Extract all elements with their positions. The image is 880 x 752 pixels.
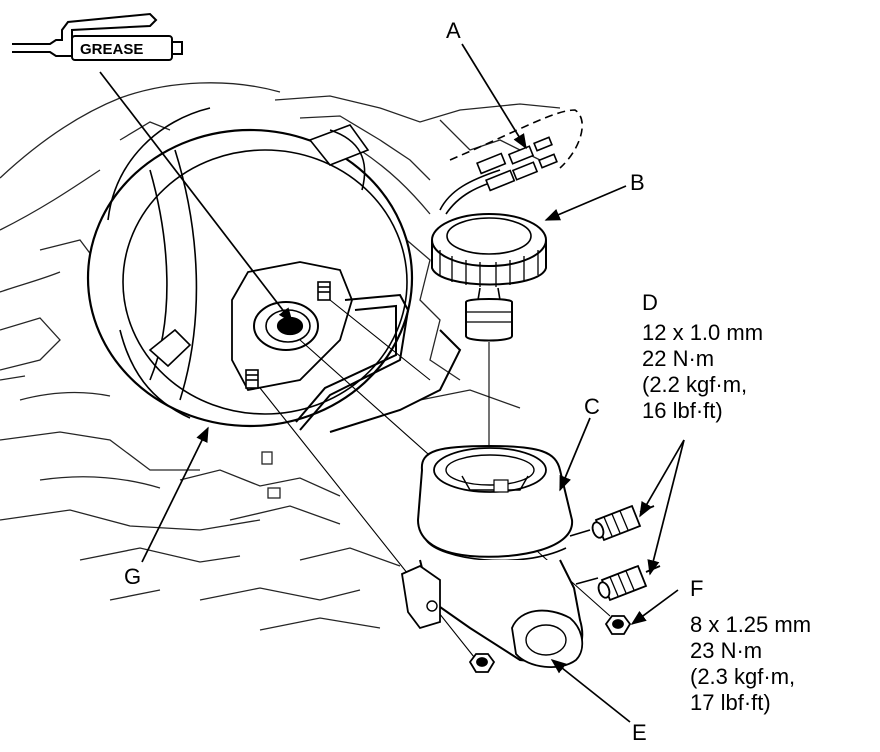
leader-d2 <box>647 439 685 576</box>
reservoir-cap <box>431 213 547 342</box>
master-cylinder <box>401 444 599 668</box>
flare-nuts <box>591 504 661 602</box>
grease-label: GREASE <box>80 41 143 58</box>
torque-spec-d: 12 x 1.0 mm 22 N·m (2.2 kgf·m, 16 lbf·ft… <box>642 320 763 424</box>
callout-b: B <box>630 170 645 195</box>
callout-f: F <box>690 576 704 601</box>
torque-spec-f: 8 x 1.25 mm 23 N·m (2.3 kgf·m, 17 lbf·ft… <box>690 612 811 716</box>
callout-c: C <box>584 394 600 419</box>
spec-d-torque-nm: 22 N·m <box>642 346 715 371</box>
brake-lines <box>295 293 462 433</box>
callout-e: E <box>632 720 647 745</box>
grease-tag: GREASE <box>12 12 183 61</box>
mounting-nuts <box>468 615 632 673</box>
spec-f-torque-lbfft: 17 lbf·ft) <box>690 690 771 715</box>
callout-g: G <box>124 564 142 589</box>
leader-a <box>461 43 527 150</box>
spec-f-torque-nm: 23 N·m <box>690 638 763 663</box>
spec-d-torque-kgfm: (2.2 kgf·m, <box>642 372 748 397</box>
spec-f-torque-kgfm: (2.3 kgf·m, <box>690 664 796 689</box>
float-switch-harness <box>439 109 584 215</box>
callout-a: A <box>446 18 461 43</box>
engine-bay-background <box>0 82 561 631</box>
leader-lines <box>99 43 685 723</box>
leader-f <box>630 589 679 625</box>
spec-d-size: 12 x 1.0 mm <box>642 320 764 345</box>
leader-d1 <box>639 439 685 518</box>
callout-d: D <box>642 290 658 315</box>
spec-d-torque-lbfft: 16 lbf·ft) <box>642 398 723 423</box>
leader-grease <box>99 71 293 324</box>
spec-f-size: 8 x 1.25 mm <box>690 612 812 637</box>
leader-c <box>559 417 591 492</box>
leader-g <box>141 426 209 563</box>
leader-b <box>544 185 627 221</box>
leader-e <box>550 659 631 723</box>
brake-booster <box>86 107 414 428</box>
